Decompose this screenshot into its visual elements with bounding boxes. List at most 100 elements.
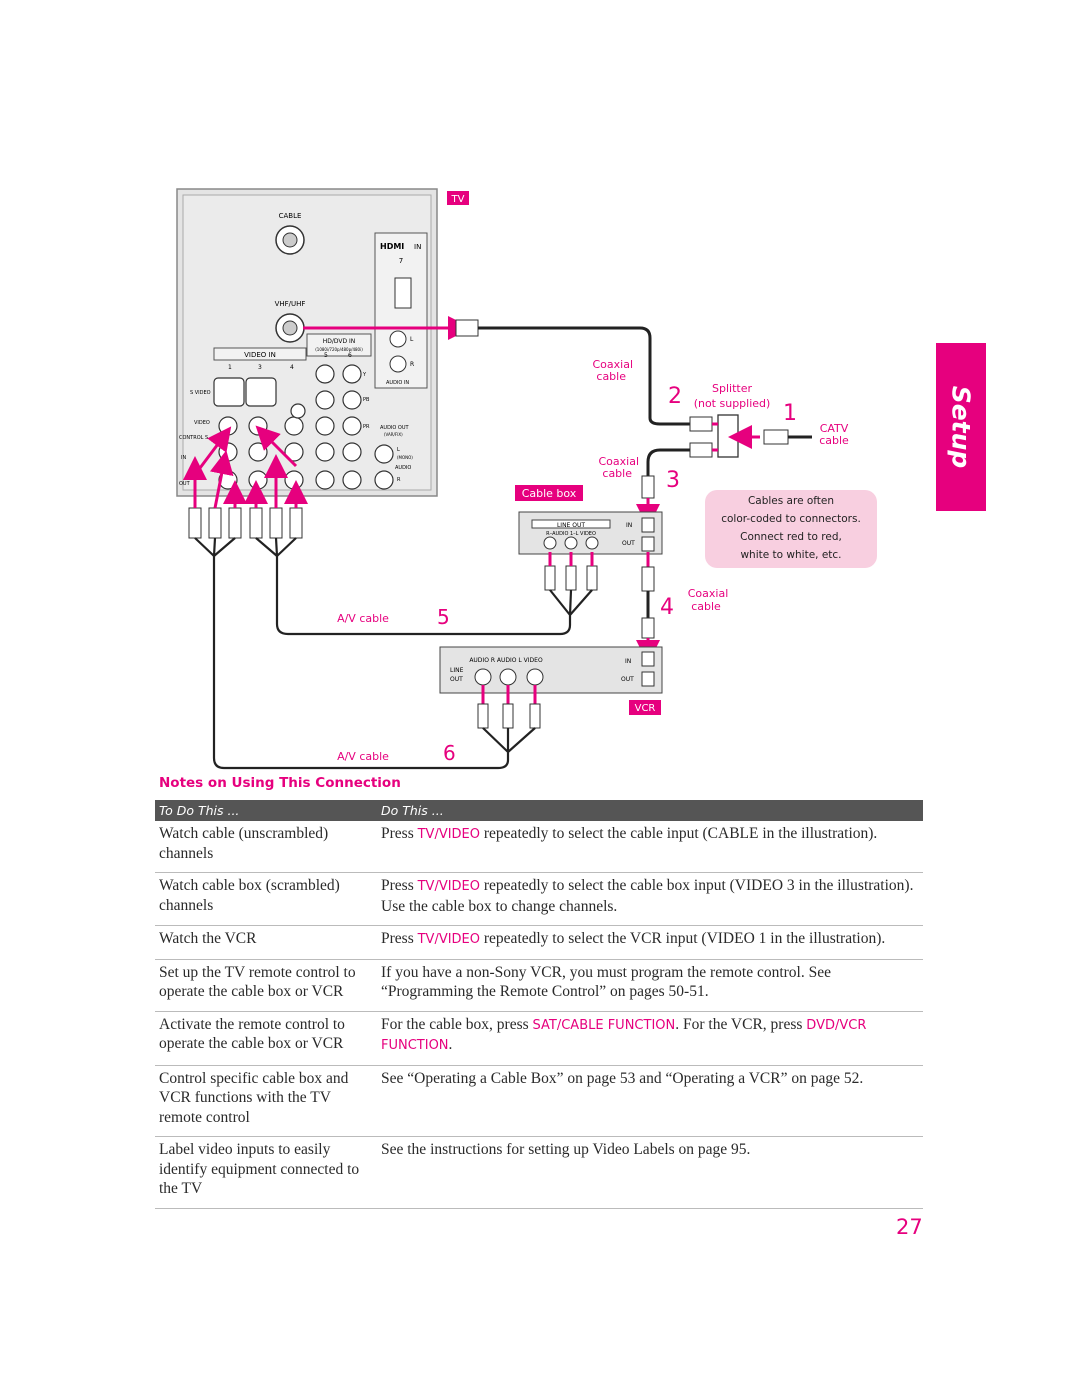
table-row: Watch cable (unscrambled) channels Press… <box>155 821 923 873</box>
header-do-this: Do This ... <box>377 800 923 821</box>
svg-text:CONTROL S: CONTROL S <box>179 435 208 441</box>
splitter <box>689 414 812 458</box>
av-cable-6 <box>188 507 541 770</box>
do-cell: Press TV/VIDEO repeatedly to select the … <box>377 821 923 873</box>
svg-text:6: 6 <box>348 352 352 359</box>
setup-tab-label: Setup <box>946 385 976 469</box>
do-cell: See “Operating a Cable Box” on page 53 a… <box>377 1065 923 1137</box>
cable-port-label: CABLE <box>279 212 302 220</box>
svg-text:OUT: OUT <box>179 481 191 487</box>
svg-text:L: L <box>410 336 414 343</box>
todo-cell: Watch cable box (scrambled) channels <box>155 872 377 926</box>
todo-cell: Control specific cable box and VCR funct… <box>155 1065 377 1137</box>
table-row: Label video inputs to easily identify eq… <box>155 1136 923 1209</box>
svg-text:R–AUDIO 1–L VIDEO: R–AUDIO 1–L VIDEO <box>546 531 596 537</box>
svg-text:3: 3 <box>258 364 262 371</box>
hdmi-port <box>394 277 412 309</box>
svg-text:1: 1 <box>228 364 232 371</box>
step-2: 2 <box>668 384 682 409</box>
cable-color-note: Cables are often color-coded to connecto… <box>705 490 877 568</box>
svg-text:cable: cable <box>819 434 849 447</box>
svg-text:Connect red to red,: Connect red to red, <box>740 531 842 543</box>
svg-text:A/V cable: A/V cable <box>337 750 389 763</box>
svg-text:VIDEO IN: VIDEO IN <box>244 351 276 359</box>
svg-text:HD/DVD IN: HD/DVD IN <box>323 338 356 345</box>
splitter-label: Splitter <box>712 382 752 395</box>
svg-text:IN: IN <box>414 243 421 251</box>
svg-text:TV: TV <box>451 194 465 205</box>
svg-text:cable: cable <box>602 467 632 480</box>
coaxial-cable-1-label-a: Coaxial <box>592 358 633 371</box>
svg-text:Cables are often: Cables are often <box>748 495 834 507</box>
table-row: Activate the remote control to operate t… <box>155 1011 923 1066</box>
cable-box-label: Cable box <box>515 485 583 501</box>
step-1: 1 <box>783 401 797 426</box>
todo-cell: Watch the VCR <box>155 925 377 960</box>
svg-text:(VAR/FIX): (VAR/FIX) <box>384 432 403 437</box>
setup-tab: Setup <box>936 343 986 511</box>
table-row: Watch the VCR Press TV/VIDEO repeatedly … <box>155 925 923 960</box>
todo-cell: Watch cable (unscrambled) channels <box>155 821 377 873</box>
svg-text:(1080i/720p/480p/480i): (1080i/720p/480p/480i) <box>315 347 363 352</box>
table-row: Control specific cable box and VCR funct… <box>155 1065 923 1137</box>
tv-label: TV <box>447 191 469 205</box>
svg-text:IN: IN <box>626 522 632 529</box>
svg-text:OUT: OUT <box>450 676 463 683</box>
do-cell: See the instructions for setting up Vide… <box>377 1136 923 1209</box>
svg-text:IN: IN <box>625 658 631 665</box>
page-number: 27 <box>896 1215 923 1239</box>
svg-text:IN: IN <box>181 455 186 461</box>
table-header-row: To Do This ... Do This ... <box>155 800 923 821</box>
step-6: 6 <box>443 741 456 765</box>
header-to-do-this: To Do This ... <box>155 800 377 821</box>
svg-text:Coaxial: Coaxial <box>598 455 639 468</box>
svg-text:(MONO): (MONO) <box>397 455 413 460</box>
do-cell: Press TV/VIDEO repeatedly to select the … <box>377 872 923 926</box>
do-cell: If you have a non-Sony VCR, you must pro… <box>377 959 923 1012</box>
vcr-label: VCR <box>629 700 661 715</box>
av-cable-5 <box>249 507 598 636</box>
svg-text:R: R <box>397 477 401 483</box>
svg-text:LINE: LINE <box>450 667 464 674</box>
svg-text:(not supplied): (not supplied) <box>694 397 771 410</box>
todo-cell: Activate the remote control to operate t… <box>155 1011 377 1066</box>
vhf-uhf-label: VHF/UHF <box>275 300 306 308</box>
do-cell: For the cable box, press SAT/CABLE FUNCT… <box>377 1011 923 1066</box>
coaxial-cable-1-label-b: cable <box>596 370 626 383</box>
svg-text:AUDIO: AUDIO <box>395 465 411 471</box>
coaxial-cable-1 <box>478 326 690 426</box>
svg-text:PR: PR <box>363 424 370 430</box>
svg-text:AUDIO OUT: AUDIO OUT <box>380 425 410 431</box>
step-3: 3 <box>666 468 680 493</box>
svg-text:4: 4 <box>290 364 294 371</box>
connection-diagram: CABLE VHF/UHF HDMI IN 7 L R AUDIO IN HD/… <box>176 188 877 770</box>
tv-back-panel: CABLE VHF/UHF HDMI IN 7 L R AUDIO IN HD/… <box>176 188 438 497</box>
svg-text:white to white, etc.: white to white, etc. <box>740 549 841 561</box>
svg-text:AUDIO IN: AUDIO IN <box>386 380 409 386</box>
svg-text:S VIDEO: S VIDEO <box>190 390 211 396</box>
svg-text:L: L <box>397 447 400 453</box>
todo-cell: Set up the TV remote control to operate … <box>155 959 377 1012</box>
step-5: 5 <box>437 605 450 629</box>
table-row: Set up the TV remote control to operate … <box>155 959 923 1012</box>
svg-text:cable: cable <box>691 600 721 613</box>
cable-box-panel: LINE OUT R–AUDIO 1–L VIDEO IN OUT <box>518 511 663 555</box>
step-4: 4 <box>660 595 674 620</box>
do-cell: Press TV/VIDEO repeatedly to select the … <box>377 925 923 960</box>
svg-text:Y: Y <box>362 372 367 378</box>
svg-text:OUT: OUT <box>621 676 634 683</box>
hdmi-logo: HDMI <box>380 242 404 251</box>
svg-text:Cable box: Cable box <box>522 487 577 500</box>
todo-cell: Label video inputs to easily identify eq… <box>155 1136 377 1209</box>
svg-text:Coaxial: Coaxial <box>688 587 729 600</box>
catv-label: CATV <box>820 422 849 435</box>
coaxial-cable-2 <box>646 448 690 488</box>
svg-text:7: 7 <box>399 257 403 265</box>
svg-text:VIDEO: VIDEO <box>194 420 210 426</box>
notes-title: Notes on Using This Connection <box>159 775 401 791</box>
svg-text:AUDIO R AUDIO L VIDEO: AUDIO R AUDIO L VIDEO <box>469 657 543 664</box>
table-row: Watch cable box (scrambled) channels Pre… <box>155 872 923 926</box>
svg-text:OUT: OUT <box>622 540 635 547</box>
svg-text:R: R <box>410 361 414 368</box>
coax-connector-1 <box>455 319 479 337</box>
